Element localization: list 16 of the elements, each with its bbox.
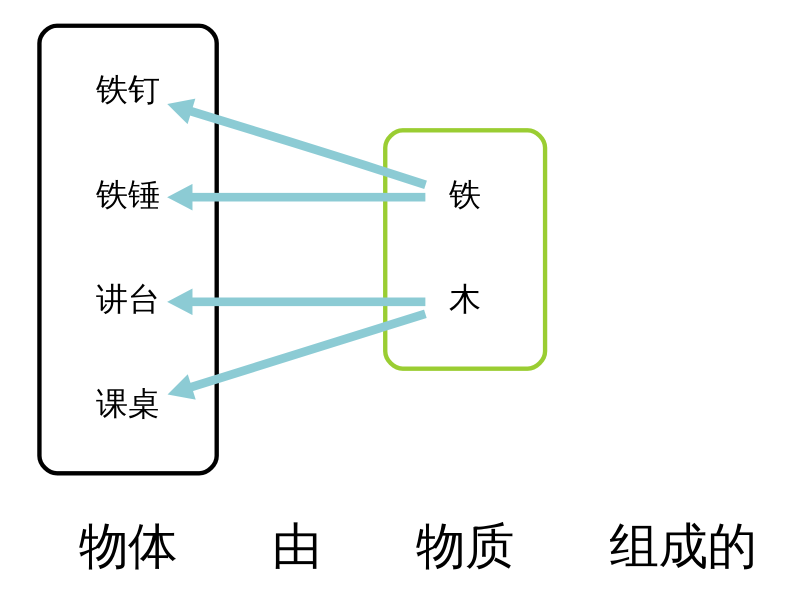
label: 组成的 (609, 518, 756, 574)
arrow (167, 310, 426, 400)
node-text: 铁锤 (96, 177, 160, 212)
node-text: 讲台 (96, 282, 160, 317)
node-text: 木 (448, 282, 481, 317)
label: 物体 (78, 518, 177, 574)
arrow (166, 184, 425, 211)
node-text: 铁 (448, 177, 481, 212)
cluster (382, 128, 547, 371)
cluster (36, 24, 218, 476)
arrow (166, 98, 426, 189)
node-text: 课桌 (96, 386, 160, 422)
label: 物质 (416, 518, 514, 574)
arrow (166, 288, 425, 316)
node-text: 铁钉 (96, 72, 160, 108)
label: 由 (272, 518, 321, 574)
